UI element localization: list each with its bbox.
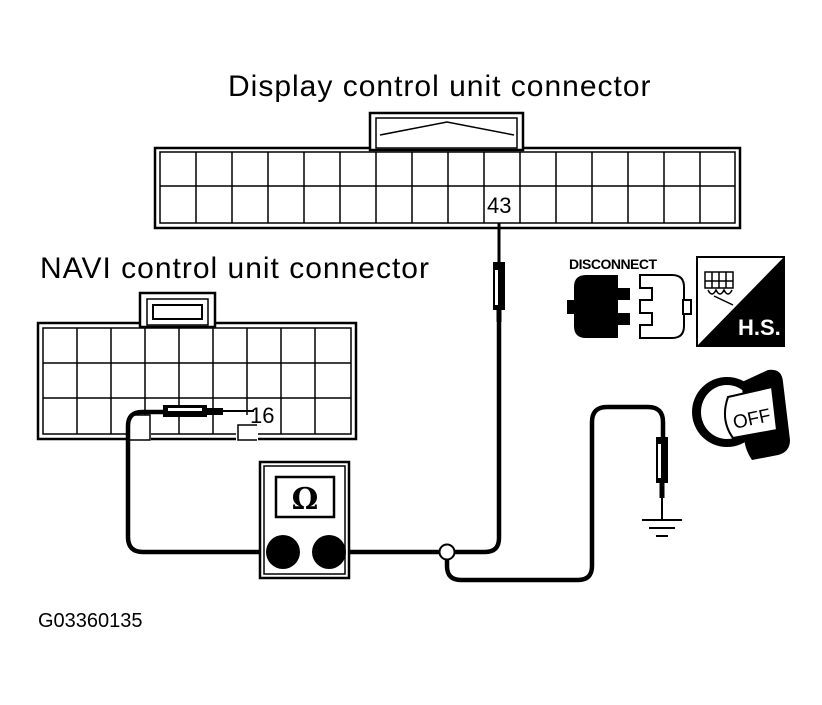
display-connector-title: Display control unit connector — [228, 70, 652, 103]
navi-connector-title: NAVI control unit connector — [40, 252, 430, 285]
probe-display — [493, 223, 505, 322]
figure-id: G03360135 — [38, 610, 143, 632]
ohm-symbol-icon: Ω — [292, 482, 319, 517]
navi-connector — [36, 291, 358, 441]
ground-icon — [642, 519, 682, 537]
ignition-key-off-icon: OFF — [692, 369, 790, 460]
display-connector — [153, 111, 742, 230]
display-pin-number: 43 — [487, 193, 512, 218]
disconnect-label: DISCONNECT — [569, 256, 657, 272]
wire-crossover-junction — [438, 543, 456, 561]
probe-navi — [163, 405, 254, 417]
ground-probe — [656, 437, 668, 520]
disconnect-icon — [567, 274, 692, 339]
wires — [125, 322, 666, 583]
harness-side-label: H.S. — [738, 315, 781, 340]
ohmmeter: Ω — [258, 460, 351, 580]
navi-pin-number: 16 — [250, 403, 275, 428]
harness-side-icon — [696, 256, 785, 347]
